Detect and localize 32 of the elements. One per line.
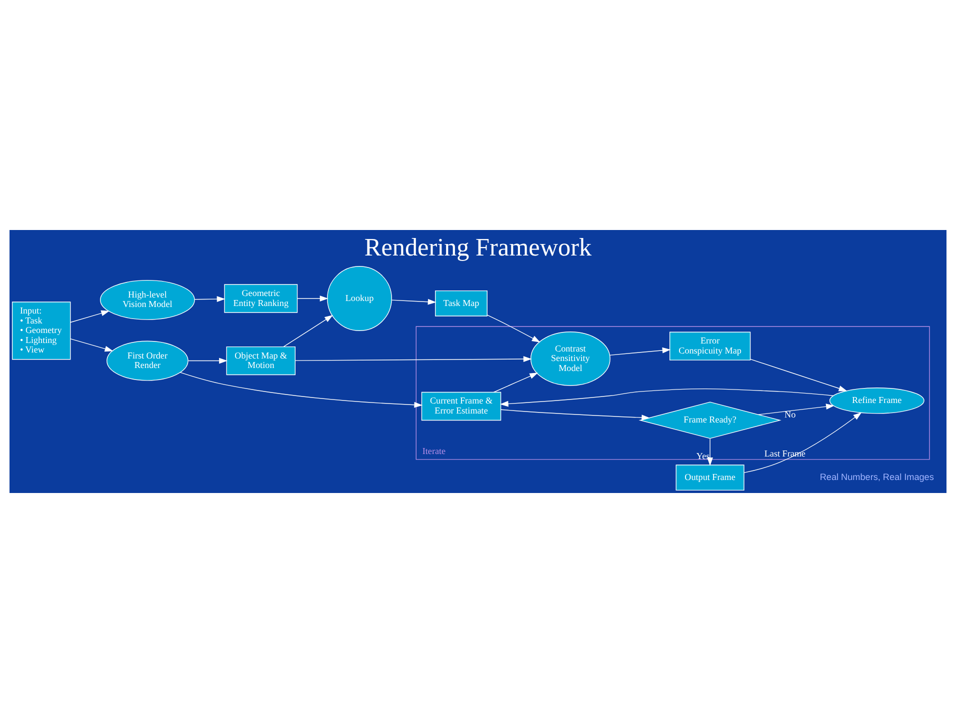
node-diamond: Frame Ready? (638, 401, 782, 438)
arrow (295, 356, 532, 362)
node-box: Geometric Entity Ranking (224, 284, 298, 312)
arrow (391, 298, 436, 304)
node-box: Output Frame (676, 464, 744, 490)
arrow (486, 314, 540, 342)
arrow (283, 314, 334, 346)
arrow (609, 346, 671, 356)
arrow (744, 412, 862, 473)
node-circle: Lookup (327, 266, 392, 330)
node-box: Object Map & Motion (226, 346, 296, 375)
arrow (758, 403, 834, 414)
arrow (180, 372, 423, 408)
diagram-title: Rendering Framework (364, 234, 592, 262)
arrow (707, 438, 713, 466)
node-ellipse: First Order Render (106, 340, 188, 380)
node-box: Input: • Task • Geometry • Lighting • View (12, 301, 71, 360)
arrow (500, 408, 650, 420)
arrow (297, 295, 328, 301)
arrow (70, 338, 114, 352)
edge-label: No (784, 408, 796, 419)
arrow (188, 357, 228, 364)
arrow (750, 358, 848, 391)
arrow (500, 388, 834, 406)
node-box: Error Conspicuity Map (669, 331, 751, 360)
node-ellipse: Refine Frame (829, 387, 924, 414)
node-box: Task Map (435, 290, 488, 316)
arrow (70, 310, 110, 322)
node-box: Current Frame & Error Estimate (421, 391, 502, 420)
label: Real Numbers, Real Images (820, 471, 934, 482)
arrow (194, 296, 226, 302)
arrow (493, 372, 538, 392)
